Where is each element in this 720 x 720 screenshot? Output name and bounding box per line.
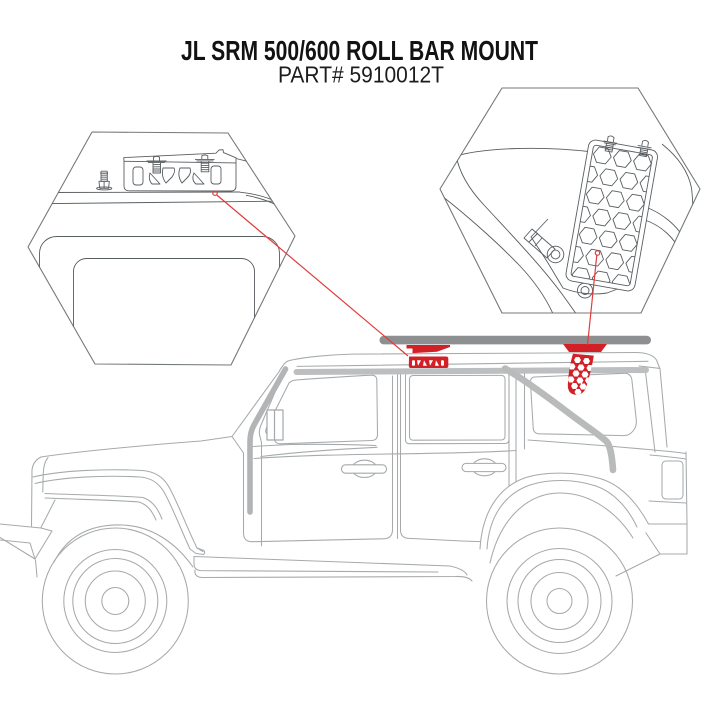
svg-text:JL SRM 500/600 ROLL BAR MOUNT: JL SRM 500/600 ROLL BAR MOUNT [181, 35, 538, 66]
svg-text:PART# 5910012T: PART# 5910012T [278, 62, 444, 88]
